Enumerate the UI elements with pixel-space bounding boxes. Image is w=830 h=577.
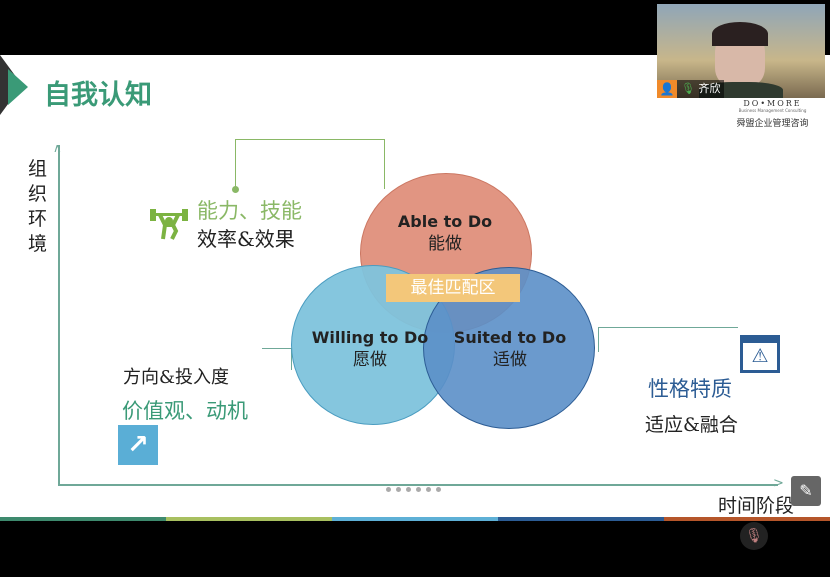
- x-axis-label: 时间阶段: [718, 495, 795, 517]
- connector-dot: [232, 186, 239, 193]
- pager-dot[interactable]: [436, 487, 441, 492]
- participant-name: 齐欣: [698, 82, 721, 95]
- user-icon: 👤: [657, 80, 677, 98]
- mic-active-icon: 🎙: [681, 82, 695, 95]
- slide-color-bar: [0, 517, 830, 521]
- ability-title: 能力、技能: [197, 199, 302, 223]
- values-title: 价值观、动机: [122, 399, 248, 423]
- x-axis-arrow-icon: >: [773, 476, 784, 491]
- presentation-slide: 自我认知 ∧ > 组织环境 时间阶段 能力、技能 效率&效果 方向&投入度 价值…: [0, 55, 830, 520]
- participant-hair: [712, 22, 768, 46]
- x-axis: [58, 484, 778, 486]
- pencil-icon: ✎: [799, 481, 813, 500]
- pager-dot[interactable]: [416, 487, 421, 492]
- best-match-label: 最佳匹配区: [386, 274, 520, 302]
- participant-name-tag: 🎙 齐欣: [677, 80, 725, 98]
- video-tile[interactable]: 👤 🎙 齐欣: [657, 4, 825, 98]
- y-axis: [58, 145, 60, 485]
- values-connector: [262, 348, 292, 370]
- arrow-up-right-icon: ↗: [118, 425, 158, 465]
- personality-title: 性格特质: [648, 377, 732, 401]
- pager-dot[interactable]: [426, 487, 431, 492]
- mic-toggle-button[interactable]: 🎙: [740, 522, 768, 550]
- ability-subtitle: 效率&效果: [197, 227, 295, 251]
- company-logo: DO•MORE Business Management Consulting 舜…: [736, 99, 809, 129]
- y-axis-arrow-icon: ∧: [53, 141, 62, 155]
- slide-title: 自我认知: [44, 80, 152, 111]
- values-subtitle: 方向&投入度: [123, 367, 230, 388]
- ability-connector: [235, 139, 385, 189]
- title-arrow-icon: [8, 69, 28, 105]
- weightlifter-icon: [150, 205, 188, 241]
- slide-pager[interactable]: [386, 487, 441, 492]
- personality-subtitle: 适应&融合: [645, 414, 738, 436]
- y-axis-label: 组织环境: [28, 158, 48, 255]
- warning-window-icon: ⚠: [740, 335, 780, 373]
- annotate-button[interactable]: ✎: [791, 476, 821, 506]
- mic-muted-icon: 🎙: [745, 528, 763, 544]
- personality-connector: [598, 327, 738, 352]
- pager-dot[interactable]: [406, 487, 411, 492]
- pager-dot[interactable]: [386, 487, 391, 492]
- pager-dot[interactable]: [396, 487, 401, 492]
